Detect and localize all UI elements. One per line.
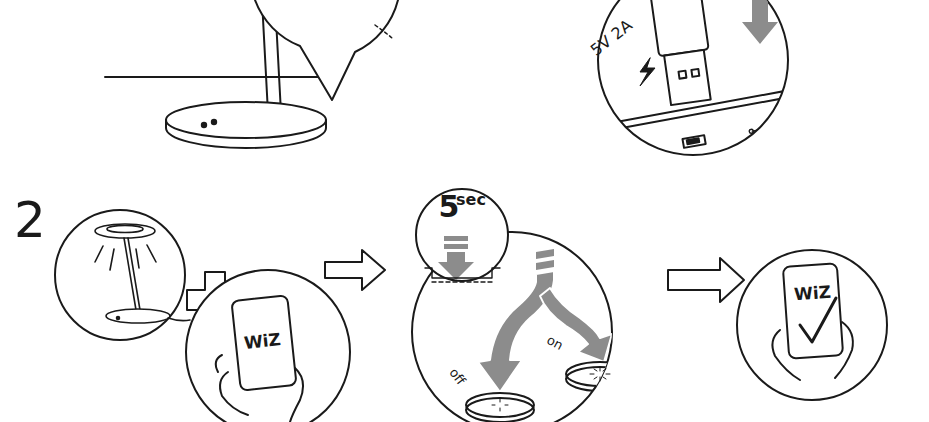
app-logo: WiZ xyxy=(793,283,831,303)
seconds-unit: sec xyxy=(456,192,486,208)
app-logo: WiZ xyxy=(243,331,281,352)
lamp-icon xyxy=(95,224,190,323)
step-arrow xyxy=(668,258,744,302)
light-burst xyxy=(492,367,610,411)
step-number: 2 xyxy=(14,195,46,245)
step-arrow xyxy=(325,250,385,290)
phone-in-hand xyxy=(772,263,852,380)
detail-circle xyxy=(416,189,508,281)
speech-bubble xyxy=(255,0,398,100)
phone-in-hand xyxy=(216,295,303,422)
